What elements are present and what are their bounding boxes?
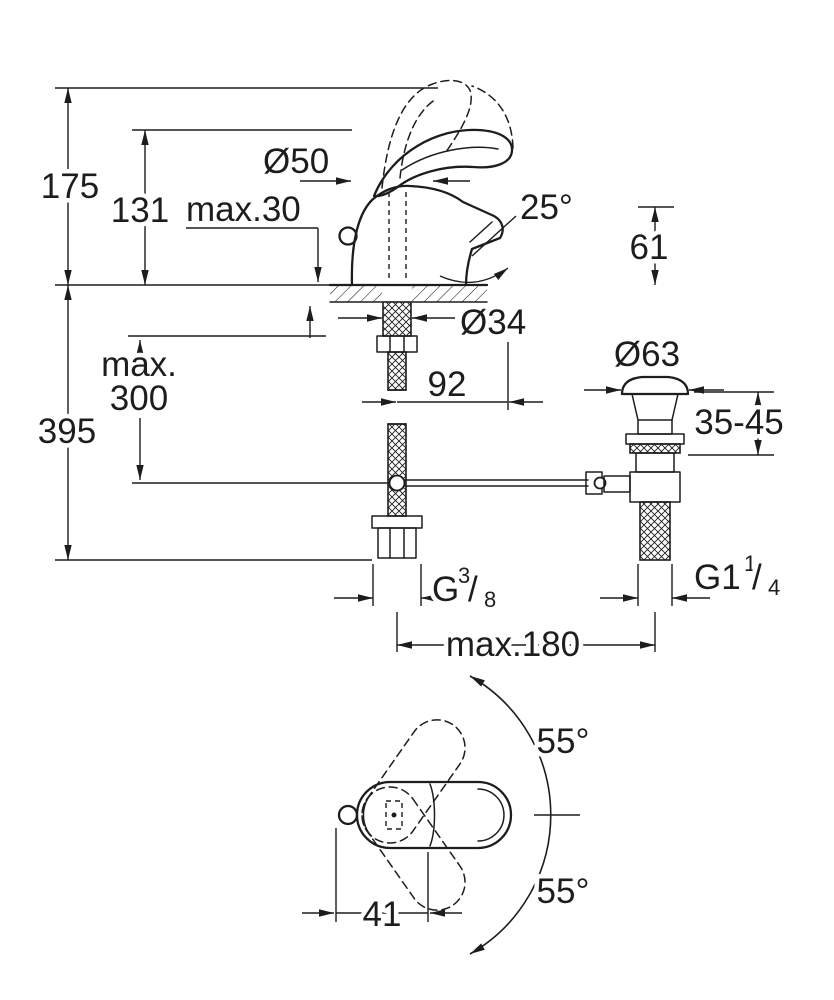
side-view: 175 395 131 max.30 Ø50 25° 61 Ø34 max. 3… — [33, 79, 788, 669]
thread-supply-numerator: 3 — [458, 563, 470, 588]
dim-label-thread-waste: G1 1 / 4 — [690, 547, 785, 605]
drain-tee — [629, 471, 681, 503]
pop-up-rod — [388, 471, 607, 495]
rod-ball-joint — [593, 476, 607, 490]
thread-waste-numerator: 1 — [744, 551, 756, 576]
drain-tailpiece — [639, 501, 671, 561]
dim-label-dia63: Ø63 — [614, 335, 680, 374]
dim-label-25deg: 25° — [520, 188, 573, 227]
threaded-shank — [382, 301, 412, 337]
thread-supply-denominator: 8 — [484, 587, 496, 612]
top-view-labels: 55° 55° 41 — [358, 718, 594, 939]
lever-up-position — [361, 719, 466, 844]
dim-label-35-45: 35-45 — [694, 403, 784, 442]
top-view: 55° 55° 41 — [302, 675, 594, 955]
dim-label-max300-line2: 300 — [110, 379, 168, 418]
dim-label-395: 395 — [38, 412, 96, 451]
rod-pivot — [388, 474, 406, 492]
hose-flange — [371, 515, 423, 529]
dim-label-55-lower: 55° — [537, 872, 590, 911]
mounting-nut — [376, 335, 418, 353]
dim-label-175: 175 — [41, 167, 99, 206]
dim-label-max30: max.30 — [186, 190, 301, 229]
dim-label-55-upper: 55° — [537, 722, 590, 761]
dim-label-max180: max.180 — [446, 625, 580, 664]
thread-waste-prefix: G1 — [694, 558, 741, 597]
dim-label-dia50: Ø50 — [263, 142, 329, 181]
temperature-knob — [337, 804, 359, 826]
thread-supply-slash: / — [468, 570, 478, 609]
dim-label-61: 61 — [630, 228, 669, 267]
supply-hose-assembly — [371, 301, 423, 559]
mounting-deck — [328, 283, 489, 303]
thread-waste-slash: / — [752, 558, 762, 597]
set-screw-hidden — [385, 800, 403, 830]
dim-label-dia34: Ø34 — [460, 303, 526, 342]
dim-label-thread-supply: G 3 / 8 — [428, 559, 501, 617]
seal-washer — [629, 443, 681, 454]
offset-dimension — [302, 828, 462, 922]
swing-annotation — [469, 675, 580, 955]
flex-hose-lower — [387, 423, 407, 517]
drain-flange — [620, 375, 690, 396]
waste-drain-assembly — [603, 375, 690, 561]
lever-top-view — [337, 780, 513, 850]
lever-down-position — [361, 786, 466, 911]
lever-raised-dashed — [381, 79, 514, 189]
flex-hose-upper — [387, 351, 407, 391]
faucet-body — [338, 184, 504, 287]
thread-waste-denominator: 4 — [768, 575, 780, 600]
thread-supply-prefix: G — [432, 570, 459, 609]
hose-nut — [377, 527, 417, 559]
pivot-dot — [391, 812, 397, 818]
aerator-face — [469, 221, 493, 243]
dimension-arrows — [64, 88, 762, 649]
cartridge-hidden-lines — [388, 192, 407, 281]
lever-handle — [372, 128, 514, 198]
rod-inlet — [603, 475, 631, 493]
dim-label-131: 131 — [111, 191, 169, 230]
dim-label-max300-line1: max. — [101, 345, 177, 384]
lever-swing-dashed — [361, 719, 466, 911]
dim-label-41: 41 — [363, 895, 402, 934]
dimension-labels: 175 395 131 max.30 Ø50 25° 61 Ø34 max. 3… — [33, 138, 788, 669]
side-knob — [338, 226, 358, 246]
dim-label-92: 92 — [428, 365, 467, 404]
